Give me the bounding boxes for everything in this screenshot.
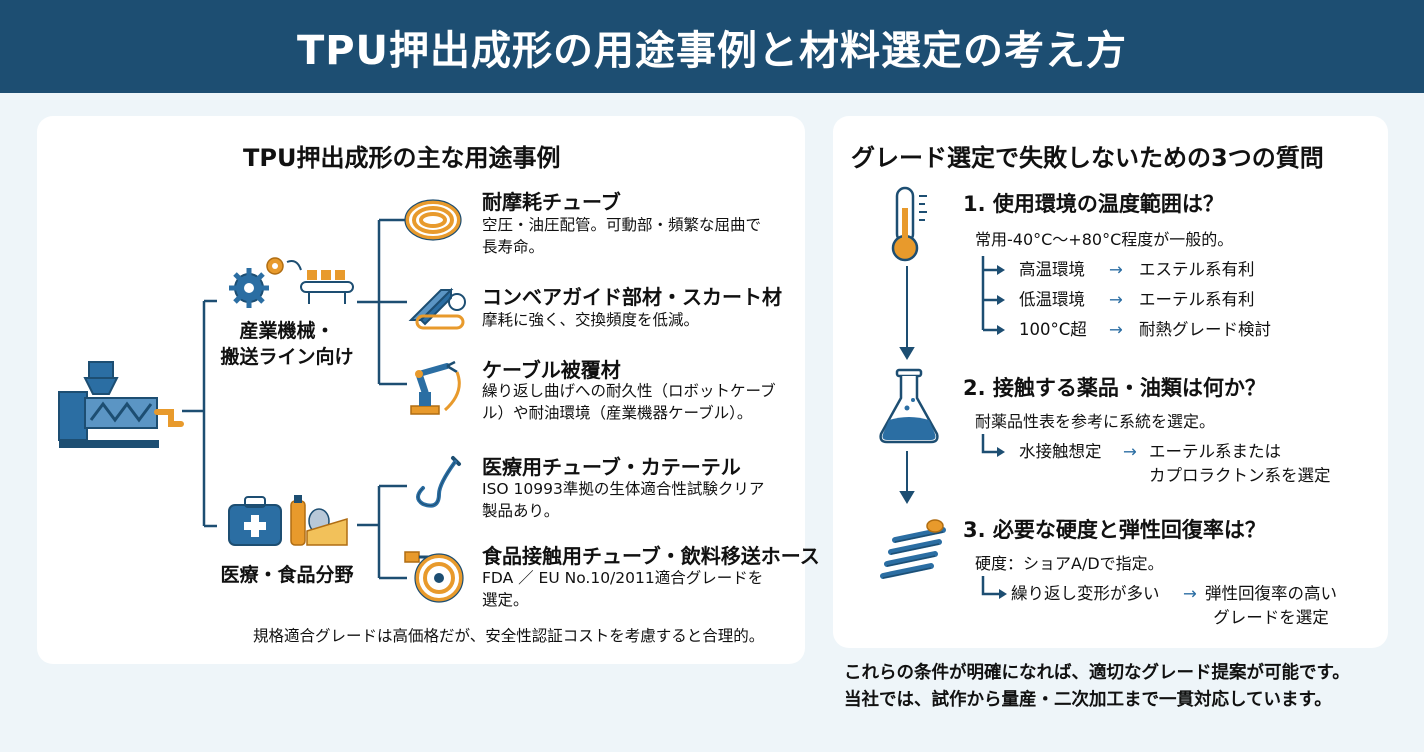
- item-title-wear-tube: 耐摩耗チューブ: [482, 190, 621, 214]
- item-title-conveyor-guide: コンベアガイド部材・スカート材: [482, 285, 782, 309]
- robot-arm-icon: [410, 360, 461, 415]
- thermometer-icon: [891, 186, 927, 262]
- grade-cost-note: 規格適合グレードは高価格だが、安全性認証コストを考慮すると合理的。: [253, 627, 765, 645]
- gears-conveyor-icon: [229, 257, 354, 308]
- branch-low-temp: 低温環境→エーテル系有利: [1019, 290, 1255, 309]
- question-1-title: 1. 使用環境の温度範囲は？: [963, 192, 1224, 216]
- item-desc-medical-tube: ISO 10993準拠の生体適合性試験クリア 製品あり。: [482, 480, 765, 520]
- hose-reel-icon: [404, 551, 464, 603]
- branch-water-contact: 水接触想定→エーテル系またはカプロラクトン系を選定: [1019, 442, 1331, 485]
- flask-icon: [879, 368, 939, 444]
- catheter-icon: [416, 456, 461, 508]
- item-title-medical-tube: 医療用チューブ・カテーテル: [482, 455, 741, 479]
- item-desc-cable-coating: 繰り返し曲げへの耐久性（ロボットケーブ ル）や耐油環境（産業機器ケーブル）。: [482, 382, 776, 422]
- branch-over-100c: 100°C超→耐熱グレード検討: [1019, 320, 1271, 339]
- branch-repeated-deformation: 繰り返し変形が多い→弾性回復率の高いグレードを選定: [1011, 584, 1337, 627]
- closing-message: これらの条件が明確になれば、適切なグレード提案が可能です。 当社では、試作から量…: [844, 663, 1350, 710]
- question-2-title: 2. 接触する薬品・油類は何か？: [963, 376, 1266, 400]
- question-2-desc: 耐薬品性表を参考に系統を選定。: [975, 412, 1216, 431]
- question-1-desc: 常用-40°C～+80°C程度が一般的。: [975, 230, 1234, 249]
- conveyor-guide-icon: [408, 287, 466, 330]
- branch-high-temp: 高温環境→エステル系有利: [1019, 260, 1255, 279]
- page-title: TPU押出成形の用途事例と材料選定の考え方: [296, 27, 1128, 74]
- spring-icon: [880, 519, 946, 579]
- question-3-title: 3. 必要な硬度と弾性回復率は？: [963, 518, 1266, 542]
- coiled-tube-icon: [404, 199, 462, 241]
- flow-arrows: [899, 256, 1007, 599]
- selection-questions-title: グレード選定で失敗しないための3つの質問: [851, 144, 1324, 172]
- item-title-cable-coating: ケーブル被覆材: [482, 358, 621, 382]
- tree-connectors: [182, 218, 407, 580]
- item-title-food-hose: 食品接触用チューブ・飲料移送ホース: [482, 544, 820, 568]
- medical-food-icon: [228, 495, 348, 546]
- item-desc-wear-tube: 空圧・油圧配管。可動部・頻繁な屈曲で 長寿命。: [482, 216, 762, 256]
- item-desc-conveyor-guide: 摩耗に強く、交換頻度を低減。: [482, 311, 700, 329]
- category-medical-food-label: 医療・食品分野: [220, 564, 354, 586]
- question-3-desc: 硬度：ショアA/Dで指定。: [975, 554, 1164, 573]
- applications-panel: TPU押出成形の主な用途事例: [37, 116, 820, 664]
- item-desc-food-hose: FDA ／ EU No.10/2011適合グレードを 選定。: [482, 569, 764, 609]
- category-industrial-label: 産業機械・ 搬送ライン向け: [220, 320, 354, 368]
- extruder-machine-icon: [58, 361, 184, 448]
- selection-questions-panel: グレード選定で失敗しないための3つの質問: [833, 116, 1388, 648]
- header-banner: TPU押出成形の用途事例と材料選定の考え方: [0, 0, 1424, 93]
- applications-title: TPU押出成形の主な用途事例: [243, 144, 561, 172]
